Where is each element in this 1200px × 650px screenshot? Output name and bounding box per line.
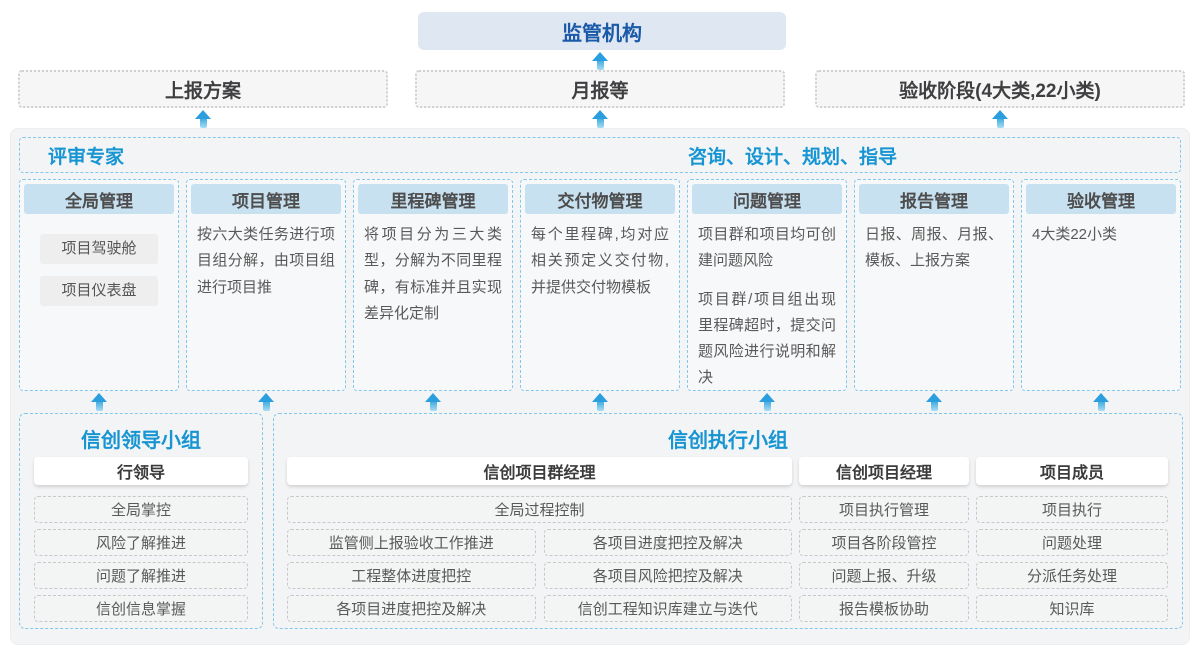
project-members-column: 项目成员 项目执行 问题处理 分派任务处理 知识库	[976, 448, 1168, 622]
consulting-label: 咨询、设计、规划、指导	[688, 146, 898, 168]
task-item: 信创信息掌握	[34, 595, 248, 622]
chip-project-dashboard: 项目仪表盘	[40, 276, 158, 306]
column-acceptance-mgmt: 验收管理 4大类22小类	[1021, 179, 1181, 391]
task-item: 问题了解推进	[34, 562, 248, 589]
experts-label: 评审专家	[48, 146, 125, 168]
column-text: 每个里程碑,均对应相关预定义交付物,并提供交付物模板	[531, 226, 669, 296]
column-header: 验收管理	[1026, 184, 1176, 214]
task-item: 分派任务处理	[976, 562, 1168, 589]
column-header: 里程碑管理	[358, 184, 508, 214]
column-header: 交付物管理	[525, 184, 675, 214]
column-issue-mgmt: 问题管理 项目群和项目均可创建问题风险 项目群/项目组出现里程碑超时，提交问题风…	[687, 179, 847, 391]
column-body: 每个里程碑,均对应相关预定义交付物,并提供交付物模板	[525, 214, 675, 309]
management-columns: 全局管理 项目驾驶舱 项目仪表盘 项目管理 按六大类任务进行项目组分解，由项目组…	[19, 179, 1181, 391]
role-header-members: 项目成员	[976, 457, 1168, 485]
column-milestone-mgmt: 里程碑管理 将项目分为三大类型，分解为不同里程碑，有标准并且实现差异化定制	[353, 179, 513, 391]
column-text: 项目群/项目组出现里程碑超时，提交问题风险进行说明和解决	[698, 290, 836, 387]
group-title: 信创执行小组	[668, 430, 788, 452]
up-arrow-icon	[195, 110, 211, 128]
leader-group: 信创领导小组 行领导 全局掌控 风险了解推进 问题了解推进 信创信息掌握	[19, 413, 263, 629]
column-header: 全局管理	[24, 184, 174, 214]
role-header-project-manager: 信创项目经理	[799, 457, 969, 485]
up-arrow-icon	[258, 393, 274, 411]
column-body: 日报、周报、月报、模板、上报方案	[859, 214, 1009, 283]
exec-group: 信创执行小组 信创项目群经理 全局过程控制 监管侧上报验收工作推进 工程整体进度…	[273, 413, 1183, 629]
column-project-mgmt: 项目管理 按六大类任务进行项目组分解，由项目组进行项目推	[186, 179, 346, 391]
task-item: 报告模板协助	[799, 595, 969, 622]
up-arrow-icon	[992, 110, 1008, 128]
column-header: 报告管理	[859, 184, 1009, 214]
task-item: 信创工程知识库建立与迭代	[543, 595, 792, 622]
project-manager-column: 信创项目经理 项目执行管理 项目各阶段管控 问题上报、升级 报告模板协助	[799, 448, 969, 622]
up-arrow-icon	[759, 393, 775, 411]
column-text: 4大类22小类	[1032, 226, 1118, 243]
column-global-mgmt: 全局管理 项目驾驶舱 项目仪表盘	[19, 179, 179, 391]
task-item: 全局掌控	[34, 496, 248, 523]
role-header-bank-leader: 行领导	[34, 457, 248, 485]
column-header: 问题管理	[692, 184, 842, 214]
task-item: 项目执行	[976, 496, 1168, 523]
column-header: 项目管理	[191, 184, 341, 214]
up-arrow-icon	[425, 393, 441, 411]
task-item: 知识库	[976, 595, 1168, 622]
task-item: 各项目进度把控及解决	[287, 595, 536, 622]
report-box-plan: 上报方案	[18, 70, 388, 108]
experts-bar: 评审专家 咨询、设计、规划、指导	[19, 137, 1181, 173]
task-item: 工程整体进度把控	[287, 562, 536, 589]
column-body: 项目驾驶舱 项目仪表盘	[24, 214, 174, 314]
role-header-program-manager: 信创项目群经理	[287, 457, 792, 485]
task-item: 项目各阶段管控	[799, 529, 969, 556]
column-body: 将项目分为三大类型，分解为不同里程碑，有标准并且实现差异化定制	[358, 214, 508, 335]
regulator-box: 监管机构	[418, 12, 786, 50]
column-text: 日报、周报、月报、模板、上报方案	[865, 226, 1003, 270]
column-deliverable-mgmt: 交付物管理 每个里程碑,均对应相关预定义交付物,并提供交付物模板	[520, 179, 680, 391]
group-title: 信创领导小组	[81, 430, 201, 452]
up-arrow-icon	[592, 110, 608, 128]
column-arrows	[19, 393, 1181, 411]
task-item: 各项目风险把控及解决	[543, 562, 792, 589]
task-item: 全局过程控制	[287, 496, 792, 523]
up-arrow-icon	[592, 52, 608, 70]
up-arrow-icon	[592, 393, 608, 411]
column-text: 将项目分为三大类型，分解为不同里程碑，有标准并且实现差异化定制	[364, 226, 502, 322]
teams-row: 信创领导小组 行领导 全局掌控 风险了解推进 问题了解推进 信创信息掌握 信创执…	[19, 413, 1183, 629]
up-arrow-icon	[926, 393, 942, 411]
column-report-mgmt: 报告管理 日报、周报、月报、模板、上报方案	[854, 179, 1014, 391]
up-arrow-icon	[1093, 393, 1109, 411]
column-body: 项目群和项目均可创建问题风险 项目群/项目组出现里程碑超时，提交问题风险进行说明…	[692, 214, 842, 400]
task-item: 风险了解推进	[34, 529, 248, 556]
task-item: 监管侧上报验收工作推进	[287, 529, 536, 556]
column-text: 按六大类任务进行项目组分解，由项目组进行项目推	[197, 226, 335, 296]
task-item: 问题处理	[976, 529, 1168, 556]
report-box-monthly: 月报等	[415, 70, 785, 108]
column-body: 4大类22小类	[1026, 214, 1176, 256]
task-item: 各项目进度把控及解决	[543, 529, 792, 556]
task-item: 项目执行管理	[799, 496, 969, 523]
up-arrow-icon	[91, 393, 107, 411]
task-item: 问题上报、升级	[799, 562, 969, 589]
program-manager-column: 信创项目群经理 全局过程控制 监管侧上报验收工作推进 工程整体进度把控 各项目进…	[287, 448, 792, 622]
report-box-acceptance: 验收阶段(4大类,22小类)	[815, 70, 1185, 108]
management-platform-panel: 评审专家 咨询、设计、规划、指导 全局管理 项目驾驶舱 项目仪表盘 项目管理 按…	[10, 128, 1190, 645]
column-body: 按六大类任务进行项目组分解，由项目组进行项目推	[191, 214, 341, 309]
chip-project-cockpit: 项目驾驶舱	[40, 234, 158, 264]
column-text: 项目群和项目均可创建问题风险	[698, 226, 836, 270]
